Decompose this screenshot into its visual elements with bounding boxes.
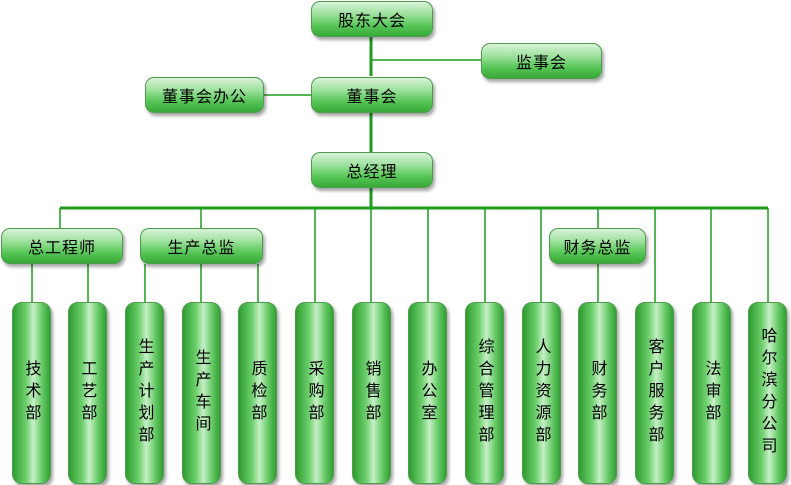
- dept-label: 财务部: [588, 360, 608, 426]
- dept-label: 客户服务部: [645, 338, 665, 448]
- dept-label: 生产计划部: [135, 338, 155, 448]
- dept-quality: 质检部: [238, 302, 277, 484]
- dept-label: 综合管理部: [475, 338, 495, 448]
- dept-production-planning: 生产计划部: [125, 302, 164, 484]
- dept-label: 工艺部: [78, 360, 98, 426]
- dept-label: 人力资源部: [532, 338, 552, 448]
- node-board-office: 董事会办公: [145, 77, 264, 113]
- dept-human-resources: 人力资源部: [522, 302, 561, 484]
- node-shareholders: 股东大会: [311, 1, 433, 37]
- dept-label: 生产车间: [192, 349, 212, 437]
- dept-label: 销售部: [362, 360, 382, 426]
- dept-purchasing: 采购部: [295, 302, 334, 484]
- dept-label: 办公室: [418, 360, 438, 426]
- dept-general-management: 综合管理部: [465, 302, 504, 484]
- dept-finance: 财务部: [578, 302, 617, 484]
- node-gm: 总经理: [311, 152, 433, 188]
- dept-label: 哈尔滨分公司: [758, 327, 778, 459]
- node-chief-engineer: 总工程师: [1, 228, 123, 264]
- dept-label: 法审部: [702, 360, 722, 426]
- dept-sales: 销售部: [352, 302, 391, 484]
- node-board: 董事会: [311, 77, 433, 113]
- dept-label: 质检部: [248, 360, 268, 426]
- dept-process: 工艺部: [68, 302, 107, 484]
- dept-label: 采购部: [305, 360, 325, 426]
- dept-customer-service: 客户服务部: [635, 302, 674, 484]
- node-supervisors: 监事会: [481, 43, 602, 79]
- node-finance-director: 财务总监: [549, 228, 646, 264]
- node-production-director: 生产总监: [140, 228, 263, 264]
- dept-technology: 技术部: [12, 302, 51, 484]
- dept-label: 技术部: [22, 360, 42, 426]
- dept-harbin-branch: 哈尔滨分公司: [748, 302, 787, 484]
- dept-office: 办公室: [408, 302, 447, 484]
- dept-legal-audit: 法审部: [692, 302, 731, 484]
- dept-workshop: 生产车间: [182, 302, 221, 484]
